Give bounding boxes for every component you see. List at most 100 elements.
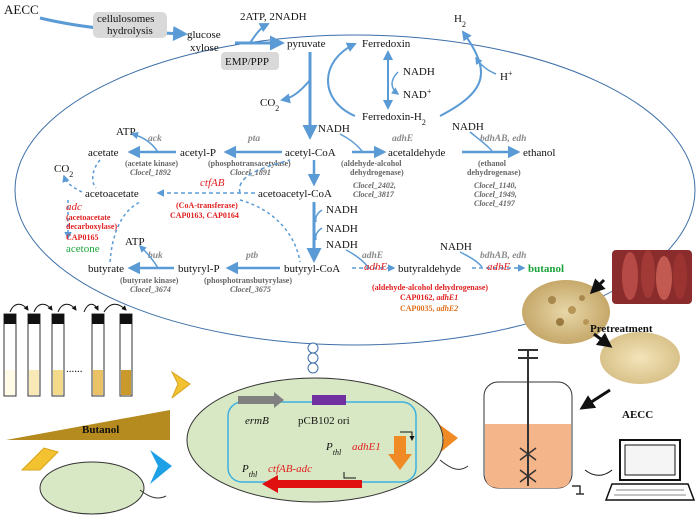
adc-name-2: decarboxylase) <box>66 222 117 231</box>
bdhab-edh-label-2: bdhAB, edh <box>480 251 526 261</box>
emp-box <box>221 52 279 70</box>
ctfab-butyryl-dashed <box>239 199 301 263</box>
chopped-biomass-image <box>522 280 610 344</box>
acetoacetyl-coa-label: acetoacetyl-CoA <box>258 188 332 200</box>
ermb-label: ermB <box>245 415 269 427</box>
nadh-ethanol-label: NADH <box>452 121 484 133</box>
raw-biomass-image <box>612 250 692 304</box>
xylose-label: xylose <box>190 42 219 54</box>
tube-dots: ...... <box>66 363 83 375</box>
butyrate-kinase-label: (butyrate kinase) <box>120 276 179 285</box>
adhe1-label: adhE1 <box>352 441 381 453</box>
butyraldehyde-label: butyraldehyde <box>398 263 461 275</box>
atp-nadh-label: 2ATP, 2NADH <box>240 11 307 23</box>
atp-butyrate-curve <box>138 244 159 269</box>
acetoacetate-to-co2-arrow <box>62 174 83 193</box>
connector-circle-1 <box>307 342 319 354</box>
ferredoxin-loop-arrow <box>327 42 357 117</box>
adc-gene-label: adc <box>66 201 82 213</box>
pthl-1-promoter <box>400 431 415 441</box>
butanol-bottom-label: Butanol <box>82 424 119 436</box>
nadh-c-curve <box>345 249 369 268</box>
bioreactor-icon <box>483 349 584 495</box>
aecc-top-label: AECC <box>4 2 39 17</box>
adc-name-1: (acetoacetate <box>66 213 111 222</box>
adhe-red-name: (aldehyde-alcohol dehydrogenase) <box>372 283 488 292</box>
ctfab-gene-label: ctfAB <box>200 177 225 189</box>
adhe-grey-label-2: adhE <box>362 251 383 261</box>
acetone-label: acetone <box>66 243 100 255</box>
acetate-label: acetate <box>88 147 119 159</box>
powder-to-reactor-arrow <box>579 388 611 410</box>
acetate-kinase-gene: Clocel_1892 <box>130 168 171 177</box>
ptb-gene-number: Clocel_3675 <box>230 285 271 294</box>
ori-block <box>312 395 346 405</box>
butyrate-to-acetoacetate-dashed <box>109 201 141 263</box>
acetate-to-acetoacetate-dashed <box>92 159 101 189</box>
glucose-label: glucose <box>187 29 221 41</box>
ctfab-adc-label: ctfAB-adc <box>268 463 312 475</box>
cellulosomes-label: cellulosomes <box>97 13 154 25</box>
hydrolysis-label: hydrolysis <box>107 25 153 37</box>
nadh-d-curve <box>459 251 483 268</box>
adhe-name-1: (aldehyde-alcohol <box>341 159 402 168</box>
atp-butyrate-label: ATP <box>125 236 145 248</box>
adhe-gene-2: Clocel_3817 <box>353 190 395 199</box>
nadh-acetyl-curve <box>339 133 363 152</box>
eth-name-1: (ethanol <box>478 159 507 168</box>
ptb-gene-label: ptb <box>245 251 258 261</box>
nadh-c-label: NADH <box>326 239 358 251</box>
nadh-a-curve <box>314 209 323 223</box>
nadplus-label: NAD+ <box>403 87 432 102</box>
adhe-red-label-1: adhE <box>364 261 388 273</box>
pthl-1-label: Pthl <box>325 441 342 457</box>
eth-gene-2: Clocel_1949, <box>474 190 517 199</box>
yellow-chevron-top <box>170 370 191 399</box>
engineered-cell <box>186 377 444 503</box>
aecc-powder-image <box>600 332 680 384</box>
ctfab-adc-gene-arrow <box>262 475 362 493</box>
atp-side-arrow <box>249 23 270 44</box>
ack-gene-label: ack <box>148 134 162 144</box>
butanol-gradient-triangle <box>6 410 170 440</box>
atp-acetate-label: ATP <box>116 126 136 138</box>
buk-gene-label: buk <box>148 251 163 261</box>
pthl-2-promoter <box>343 472 356 479</box>
computer-icon <box>584 439 696 501</box>
small-cell-flagellum <box>139 489 167 499</box>
hydrogenase-arrow <box>439 30 483 117</box>
hplus-label: H+ <box>500 69 513 84</box>
pyruvate-label: pyruvate <box>287 38 326 50</box>
adhe-red-gene-1: CAP0162, adhE1 <box>400 293 458 302</box>
cellulosomes-box <box>93 12 167 38</box>
acetoacetate-label: acetoacetate <box>85 188 139 200</box>
nadh-fd-label: NADH <box>403 66 435 78</box>
adhe-red-gene-2: CAP0035, adhE2 <box>400 304 458 313</box>
adhe-red-label-2: adhE <box>487 261 511 273</box>
acetyl-p-label: acetyl-P <box>180 147 216 159</box>
nadh-a-label: NADH <box>326 204 358 216</box>
nadh-acetyl-label: NADH <box>318 123 350 135</box>
co2-release-arrow <box>280 79 311 104</box>
blue-chevron <box>150 450 172 484</box>
connector-circle-2 <box>307 352 319 364</box>
ferredoxin-h2-label: Ferredoxin-H2 <box>362 111 426 127</box>
connector-circle-3 <box>307 362 319 374</box>
nadh-b-label: NADH <box>326 223 358 235</box>
acetyl-coa-label: acetyl-CoA <box>285 147 336 159</box>
co2-top-label: CO2 <box>260 97 279 113</box>
coa-transferase-genes: CAP0163, CAP0164 <box>170 211 239 220</box>
co2-acetone-label: CO2 <box>54 163 73 179</box>
pretreatment-label: Pretreatment <box>590 323 653 335</box>
hplus-arrow <box>475 56 497 75</box>
h2-label: H2 <box>454 13 466 29</box>
butyrate-kinase-gene: Clocel_3674 <box>130 285 171 294</box>
emp-label: EMP/PPP <box>225 56 269 68</box>
acetaldehyde-label: acetaldehyde <box>388 147 446 159</box>
adhe-name-2: dehydrogenase) <box>350 168 404 177</box>
adc-gene-number: CAP0165 <box>66 233 98 242</box>
nadh-ethanol-curve <box>469 131 493 152</box>
engineered-cell-flagellum <box>439 459 469 470</box>
ferredoxin-label: Ferredoxin <box>362 38 411 50</box>
